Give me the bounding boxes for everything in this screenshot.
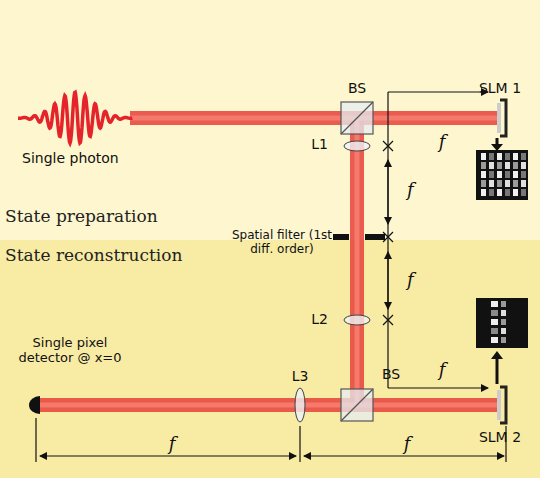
pattern-cell [505,171,510,178]
beam-splitter [341,389,373,421]
pattern-cell [521,171,526,178]
slm-1-face [497,103,501,133]
spatial-filter [333,234,349,240]
component-note: Single pixel detector @ x=0 [4,336,136,366]
preparation-ground [0,0,540,240]
pattern-cell [489,171,494,178]
wave-stroke [18,92,132,143]
slm-pattern-2 [476,298,528,348]
pattern-cell [501,301,506,307]
component-label: L3 [292,368,309,384]
component-label: L1 [311,136,328,152]
reconstruction-ground [0,240,540,478]
pattern-cell [521,180,526,187]
region-title: State reconstruction [5,245,182,265]
beam-splitter [341,102,373,134]
pattern-cell [521,189,526,196]
region-title: State preparation [5,206,158,226]
pattern-cell [497,153,502,160]
pattern-cell [489,153,494,160]
focal-length: f [405,270,416,291]
pattern-cell [497,171,502,178]
pattern-arrow [491,351,503,384]
component-label: L2 [311,311,328,327]
pattern-cell [501,328,506,334]
spatial-filter [365,234,385,240]
pattern-cell [505,189,510,196]
component-label: BS [382,366,400,382]
pattern-cell [513,189,518,196]
pattern-cell [491,319,498,325]
pattern-cell [481,171,486,178]
pattern-cell [491,301,498,307]
lens-l3 [295,388,305,422]
slm-pattern-1 [476,150,528,200]
pattern-cell [491,337,498,343]
photon-wavepacket [18,92,132,143]
pattern-cell [505,180,510,187]
pattern-cell [505,162,510,169]
lens-l2 [344,315,370,325]
pattern-cell [505,153,510,160]
pattern-cell [491,328,498,334]
pattern-cell [521,162,526,169]
pattern-arrow [491,138,503,151]
focal-length: f [167,434,178,455]
pattern-cell [481,162,486,169]
pattern-cell [513,153,518,160]
pattern-cell [481,153,486,160]
pattern-cell [497,162,502,169]
pattern-cell [481,189,486,196]
pattern-cell [501,310,506,316]
single-pixel-detector [29,396,40,414]
pattern-cell [489,189,494,196]
pattern-cell [521,153,526,160]
focal-length: f [437,132,448,153]
pattern-cell [489,162,494,169]
pattern-cell [497,189,502,196]
component-label: SLM 2 [479,429,521,445]
focal-length: f [405,180,416,201]
pattern-cell [513,171,518,178]
pattern-cell [501,337,506,343]
component-label: Single photon [22,150,119,166]
pattern-cell [489,180,494,187]
pattern-cell [491,310,498,316]
region-band: State preparation [0,0,540,240]
component-label: SLM 1 [479,80,521,96]
pattern-cell [497,180,502,187]
focal-length: f [402,434,413,455]
focal-length: f [437,360,448,381]
slm-2-face [497,390,501,420]
lens-l1 [344,141,370,151]
pattern-cell [513,162,518,169]
component-label: BS [348,80,366,96]
pattern-cell [513,180,518,187]
dimension-line [36,92,506,462]
component-note: Spatial filter (1st diff. order) [228,229,336,257]
pattern-cell [501,319,506,325]
pattern-cell [481,180,486,187]
